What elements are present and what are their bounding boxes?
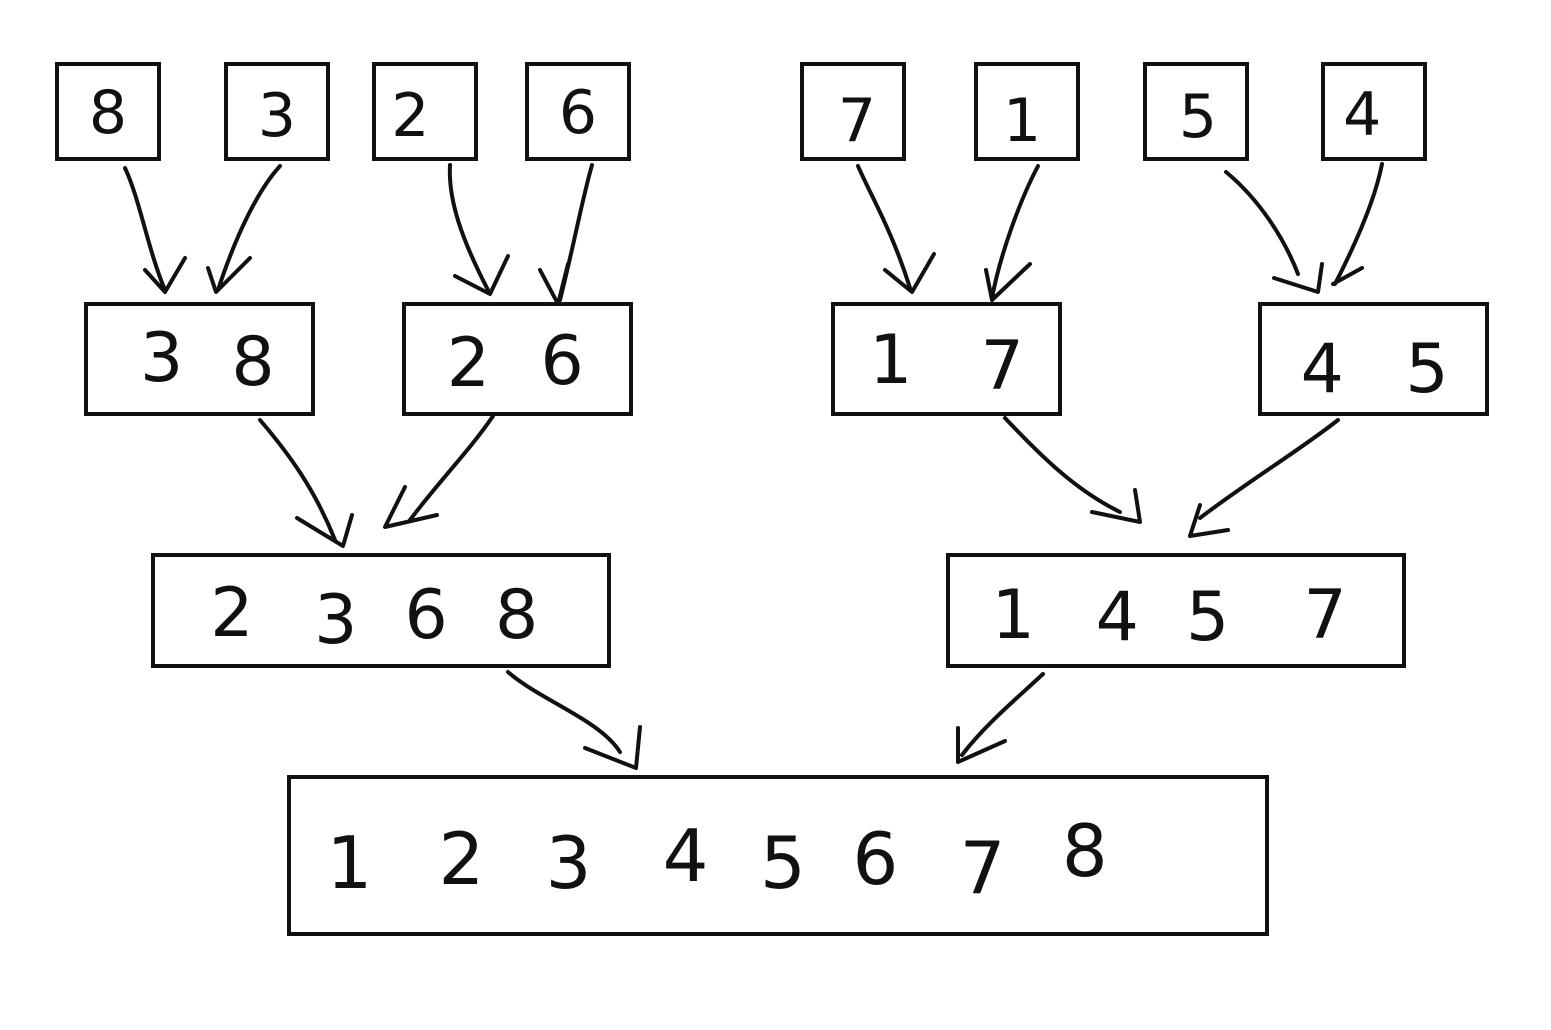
level2-digit: 5 [1185, 577, 1230, 657]
level0-box-1: 8 [55, 62, 161, 161]
level0-box-6: 1 [974, 62, 1080, 161]
level1-digit: 1 [869, 321, 913, 401]
level2-digit: 6 [404, 575, 448, 655]
level3-digit: 4 [662, 813, 709, 898]
level1-box-2: 2 6 [402, 302, 633, 416]
level1-box-1: 3 8 [84, 302, 315, 416]
level3-digit: 2 [438, 816, 485, 901]
arrow [856, 164, 936, 294]
arrow [206, 164, 282, 294]
level2-box-2: 1 4 5 7 [946, 553, 1406, 668]
level1-box-4: 4 5 [1258, 302, 1489, 416]
level3-digit: 3 [545, 821, 592, 906]
level1-digit: 7 [980, 327, 1024, 407]
level3-digit: 7 [959, 825, 1006, 910]
level2-digit: 8 [494, 575, 539, 655]
level0-digit-6: 1 [1003, 85, 1042, 156]
level3-digit: 1 [326, 821, 373, 906]
level3-digit: 8 [1061, 808, 1108, 893]
level2-digit: 3 [314, 581, 358, 661]
level0-digit-4: 6 [558, 78, 598, 149]
level3-digit: 5 [759, 821, 806, 906]
level1-digit: 6 [540, 322, 584, 402]
arrow [506, 670, 642, 770]
level1-digit: 5 [1405, 329, 1449, 409]
level0-box-3: 2 [372, 62, 478, 161]
level0-digit-2: 3 [257, 81, 297, 152]
level0-digit-5: 7 [837, 85, 876, 156]
arrow [956, 672, 1045, 764]
level1-digit: 3 [139, 319, 184, 398]
arrow [1188, 418, 1340, 538]
level0-box-2: 3 [224, 62, 330, 161]
level3-digit: 6 [852, 816, 899, 901]
level0-digit-7: 5 [1178, 81, 1218, 152]
level0-box-7: 5 [1143, 62, 1249, 161]
level0-box-5: 7 [800, 62, 906, 161]
arrow [538, 163, 594, 306]
arrow [447, 163, 510, 296]
arrow [1003, 416, 1142, 524]
level0-box-8: 4 [1321, 62, 1427, 161]
level0-digit-8: 4 [1343, 80, 1382, 151]
level0-digit-1: 8 [88, 78, 128, 149]
level2-digit: 1 [991, 575, 1035, 655]
level1-digit: 8 [231, 323, 275, 403]
level1-box-3: 1 7 [831, 302, 1062, 416]
level3-box: 1 2 3 4 5 6 7 8 [287, 775, 1269, 936]
level2-box-1: 2 3 6 8 [151, 553, 611, 668]
level2-digit: 2 [210, 573, 254, 653]
arrow [383, 414, 495, 529]
level2-digit: 4 [1095, 577, 1139, 657]
arrow [123, 166, 187, 294]
arrow [1331, 162, 1384, 286]
level2-digit: 7 [1303, 575, 1347, 655]
level0-box-4: 6 [525, 62, 631, 161]
level0-digit-3: 2 [391, 81, 430, 152]
level1-digit: 2 [446, 324, 491, 404]
arrow [1224, 170, 1324, 294]
level1-digit: 4 [1300, 329, 1344, 409]
arrow [258, 418, 354, 548]
arrow [984, 164, 1040, 302]
